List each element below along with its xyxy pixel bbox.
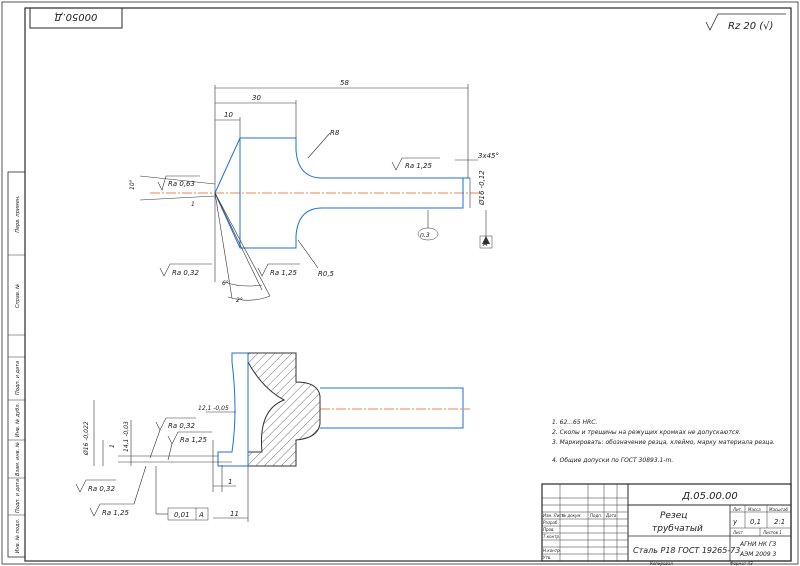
dim-total-length: 58 <box>340 79 349 87</box>
title-block: Изм. Лист № докум. Подп. Дата Разраб. Пр… <box>541 483 792 562</box>
mass-value: 0,1 <box>750 518 761 526</box>
col-docnum: № докум. <box>561 513 582 518</box>
lit-value: у <box>732 518 738 526</box>
strip-label-5: Взам. инв. № <box>15 442 21 476</box>
col-izm: Изм. Лист <box>543 513 564 518</box>
copy-label: Копировал <box>650 561 673 566</box>
col-mass: Масса <box>748 507 761 512</box>
note-ref: п.3 <box>420 232 430 239</box>
dim-r05: R0,5 <box>318 270 335 278</box>
material: Сталь Р18 ГОСТ 19265-73 <box>633 546 740 555</box>
shank-roughness: Ra 1,25 <box>405 162 433 170</box>
dim-r8: R8 <box>330 129 340 137</box>
angle-6: 6° <box>222 280 229 287</box>
row-nkontr: Н.контр. <box>543 548 561 553</box>
code-box <box>29 7 123 29</box>
dim-chamfer: 3х45° <box>478 152 499 160</box>
dim-length-30: 30 <box>252 94 261 102</box>
ra-032: Ra 0,32 <box>172 269 200 277</box>
small-1: 1 <box>191 201 195 208</box>
strip-label-7: Инв. № подл. <box>15 519 21 554</box>
bottom-shank <box>320 387 464 429</box>
strip-label-6: Подп. и дата <box>15 479 21 513</box>
col-lit: Лит. <box>732 507 742 512</box>
strip-label-3: Подп. и дата <box>15 361 21 395</box>
bottom-cutter <box>217 352 249 467</box>
col-date: Дата <box>605 513 617 518</box>
note-4: 4. Общие допуски по ГОСТ 30893.1-m. <box>552 457 673 464</box>
ra-032-a: Ra 0,32 <box>168 422 196 430</box>
scale-value: 2:1 <box>774 518 785 526</box>
angle-2: 2° <box>236 297 243 304</box>
roughness-symbol <box>705 13 786 31</box>
note-bubble <box>417 227 439 241</box>
inner-frame <box>24 7 792 562</box>
dim-diameter: Ø16 -0,12 <box>478 170 486 206</box>
ra-125-b: Ra 1,25 <box>102 509 130 517</box>
note-2: 2. Сколы и трещины на режущих кромках не… <box>552 429 741 436</box>
notes: 1. 62...65 HRC. 2. Сколы и трещины на ре… <box>552 419 775 464</box>
strip-label-4: Инв. № дубл. <box>15 403 21 437</box>
col-sign: Подп. <box>590 513 602 518</box>
strip-label-2: Справ. № <box>15 284 21 308</box>
angle-10: 10° <box>129 179 136 190</box>
sheets-label: Листов 1 <box>762 530 782 535</box>
bottom-view: Ø16 -0,022 1 14,1 -0,03 12,1 -0,05 Ra 0,… <box>75 352 470 522</box>
hatched-section <box>247 352 321 467</box>
side-strip <box>7 171 26 558</box>
tolerance-datum: A <box>198 511 204 519</box>
org-line1: АГНИ НК ГЗ <box>739 541 776 548</box>
ra-125-a: Ra 1,25 <box>180 436 208 444</box>
top-view: 58 30 10 R8 Ra 1,25 3х45° Ø16 -0,12 A п.… <box>129 79 499 304</box>
strip-label-1: Перв. примен. <box>15 195 21 233</box>
len-11: 11 <box>230 510 239 518</box>
dim-dia-left: Ø16 -0,022 <box>83 421 90 456</box>
sheet-label: Лист <box>732 530 744 535</box>
note-1: 1. 62...65 HRC. <box>552 419 597 426</box>
top-code: 00050.Д <box>54 11 97 22</box>
note-3: 3. Маркировать: обозначение резца, клейм… <box>552 439 775 446</box>
view-letter: A <box>482 240 488 248</box>
top-part-outline <box>214 137 464 249</box>
name-line2: трубчатый <box>652 524 703 534</box>
row-tkontr: Т.контр. <box>543 534 560 539</box>
roughness-default: Rz 20 (√) <box>728 21 773 32</box>
len-1: 1 <box>228 478 232 486</box>
dim-length-10: 10 <box>224 111 233 119</box>
dim-small-1: 1 <box>109 444 116 448</box>
row-razrab: Разраб. <box>543 520 559 525</box>
tolerance-value: 0,01 <box>174 511 190 519</box>
format-label: Формат А3 <box>730 561 753 566</box>
col-scale: Масштаб <box>769 507 789 512</box>
dim-12: 12,1 -0,05 <box>198 405 229 412</box>
name-line1: Резец <box>660 511 687 521</box>
org-line2: АЭМ 2009 3 <box>739 551 777 558</box>
designation: Д.05.00.00 <box>681 491 738 502</box>
row-prov: Пров. <box>543 527 555 532</box>
ra-125: Ra 1,25 <box>270 269 298 277</box>
row-utv: Утв. <box>543 555 551 560</box>
ra-032-b: Ra 0,32 <box>88 485 116 493</box>
dim-14: 14,1 -0,03 <box>123 421 130 452</box>
ra-063: Ra 0,63 <box>168 180 195 188</box>
